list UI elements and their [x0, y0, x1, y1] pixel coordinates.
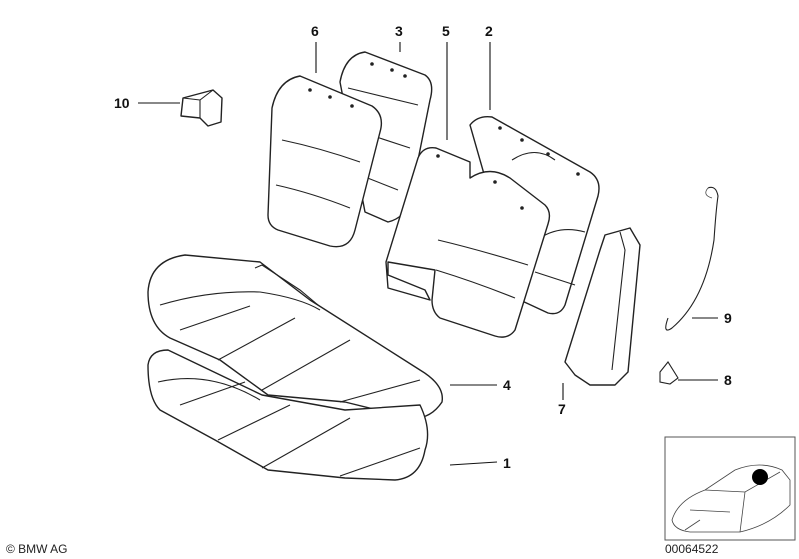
copyright-text: © BMW AG [6, 542, 68, 556]
part-6-backrest-cushion [267, 75, 383, 248]
part-1-seat-base [147, 349, 429, 481]
callout-8: 8 [724, 372, 732, 388]
callout-1: 1 [503, 455, 511, 471]
callout-4: 4 [503, 377, 511, 393]
part-10-bracket [180, 89, 223, 127]
callout-2: 2 [485, 23, 493, 39]
callout-7: 7 [558, 401, 566, 417]
callout-10: 10 [114, 95, 130, 111]
car-location-thumbnail [664, 436, 796, 541]
leader-1 [449, 461, 498, 466]
callout-5: 5 [442, 23, 450, 39]
part-8-clip [659, 361, 679, 385]
part-4-seat-cushion [147, 254, 444, 419]
part-9-wire [665, 186, 719, 331]
callout-3: 3 [395, 23, 403, 39]
callout-6: 6 [311, 23, 319, 39]
part-5-backrest-left [385, 147, 551, 338]
callout-9: 9 [724, 310, 732, 326]
part-7-side-bolster [564, 227, 641, 386]
image-number: 00064522 [665, 542, 719, 556]
